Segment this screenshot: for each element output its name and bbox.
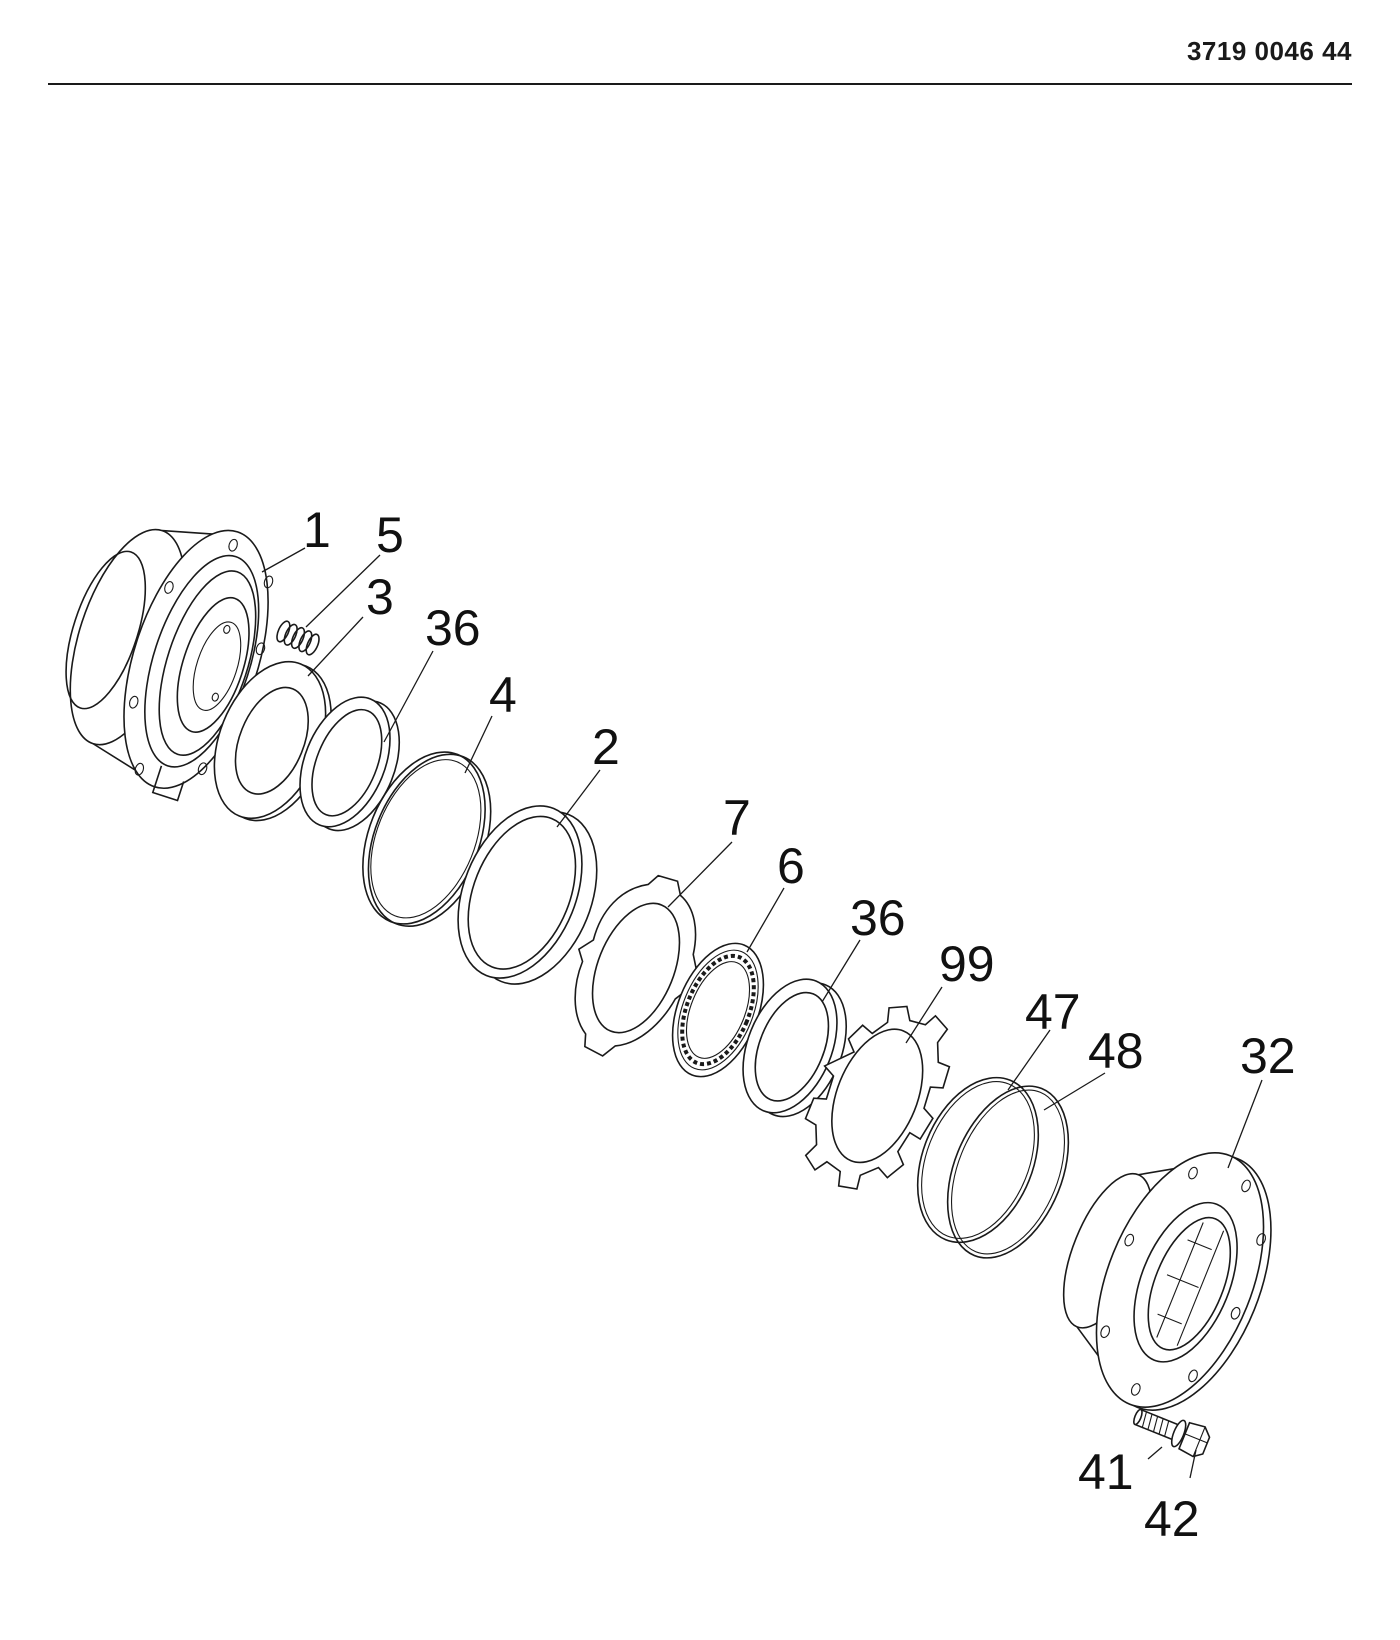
part-2-sleeve [457,805,598,985]
callout-99: 99 [939,936,995,992]
callout-36-a: 36 [425,600,481,656]
callout-32: 32 [1240,1028,1296,1084]
part-47-o-ring [916,1076,1040,1244]
callout-2: 2 [592,719,620,775]
part-5-spring [276,620,320,656]
callout-7: 7 [723,790,751,846]
callout-1: 1 [303,502,331,558]
callout-6: 6 [777,838,805,894]
part-32-cover [1062,1152,1272,1411]
callout-5: 5 [376,507,404,563]
callout-47: 47 [1025,984,1081,1040]
header-rule [48,83,1352,85]
document-number: 3719 0046 44 [1186,36,1352,66]
callout-41: 41 [1078,1444,1134,1500]
part-99-toothed-disc [804,1005,951,1190]
callout-36-b: 36 [850,890,906,946]
part-36-ring-a [299,696,401,832]
callout-4: 4 [489,667,517,723]
callout-3: 3 [366,569,394,625]
part-48-o-ring [946,1085,1070,1259]
callout-48: 48 [1088,1023,1144,1079]
callout-42: 42 [1144,1491,1200,1547]
callout-labels: 1 5 3 36 4 2 7 6 36 99 47 48 32 41 42 [303,502,1296,1547]
part-6-splined-ring [671,942,765,1078]
part-41-42-bolt [1133,1408,1211,1458]
leader-lines [261,547,1263,1479]
